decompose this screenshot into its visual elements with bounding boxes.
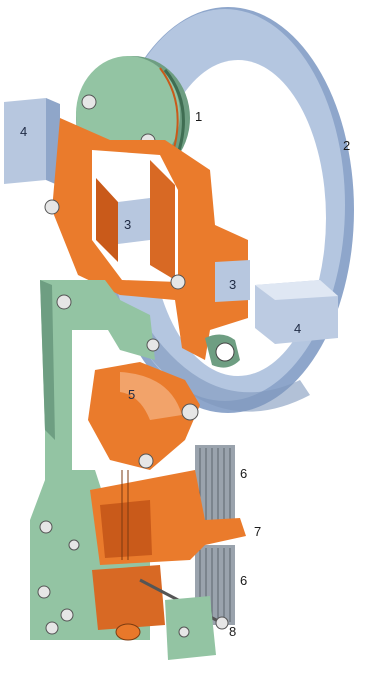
label-6-upper: 6: [240, 466, 247, 481]
label-6-lower: 6: [240, 573, 247, 588]
label-3-lower: 3: [229, 277, 236, 292]
label-5: 5: [128, 387, 135, 402]
block-part-4-left: [4, 98, 60, 186]
label-7: 7: [254, 524, 261, 539]
label-4-left: 4: [20, 124, 27, 139]
label-1: 1: [195, 109, 202, 124]
label-8: 8: [229, 624, 236, 639]
label-2: 2: [343, 138, 350, 153]
label-4-right: 4: [294, 321, 301, 336]
label-3-upper: 3: [124, 217, 131, 232]
